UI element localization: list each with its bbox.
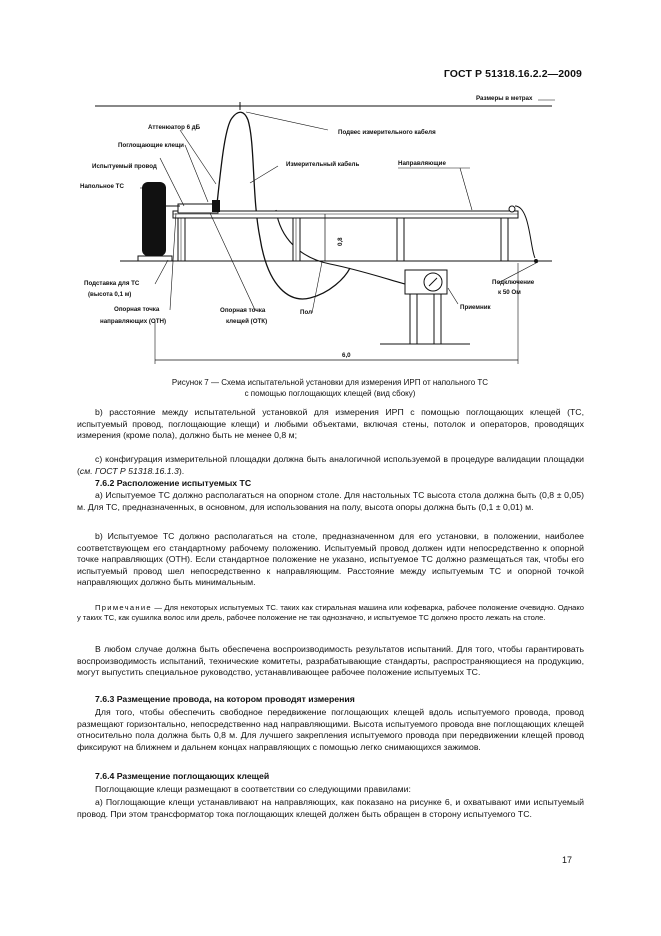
label-support-1: Подставка для ТС [84, 280, 140, 287]
label-termination-2: к 50 Ом [498, 289, 521, 296]
figure-caption: Рисунок 7 — Схема испытательной установк… [60, 377, 600, 399]
label-ref-clamp-2: клещей (ОТК) [226, 318, 267, 325]
label-height: 0,8 [337, 237, 344, 246]
paragraph-b: b) расстояние между испытательной устано… [77, 407, 584, 441]
figure-caption-line2: с помощью поглощающих клещей (вид сбоку) [244, 389, 416, 398]
note-text: — Для некоторых испытуемых ТС. таких как… [77, 603, 584, 623]
label-ref-guides-2: направляющих (ОТН) [100, 318, 166, 325]
note-label: Примечание [95, 603, 152, 612]
label-floor-eut: Напольное ТС [80, 183, 124, 190]
document-header: ГОСТ Р 51318.16.2.2—2009 [443, 68, 582, 80]
paragraph-c-end: ). [178, 465, 185, 476]
paragraph-7-6-2-a: a) Испытуемое ТС должно располагаться на… [77, 490, 584, 512]
label-cable-suspension: Подвес измерительного кабеля [338, 129, 436, 136]
paragraph-c-main: c) конфигурация измерительной площадки д… [77, 454, 584, 476]
paragraph-reproducibility: В любом случае должна быть обеспечена во… [77, 644, 584, 678]
label-attenuator: Аттенюатор 6 дБ [148, 124, 201, 131]
paragraph-7-6-4-a: a) Поглощающие клещи устанавливают на на… [77, 797, 584, 819]
figure-caption-line1: Рисунок 7 — Схема испытательной установк… [171, 378, 489, 387]
section-7-6-4-title: 7.6.4 Размещение поглощающих клещей [95, 771, 270, 781]
paragraph-c: c) конфигурация измерительной площадки д… [77, 454, 584, 477]
label-receiver: Приемник [460, 304, 492, 311]
label-clamp: Поглощающие клещи [118, 142, 184, 149]
label-wire-under-test: Испытуемый провод [92, 163, 157, 170]
section-7-6-3-title: 7.6.3 Размещение провода, на котором про… [95, 694, 355, 704]
label-ref-clamp-1: Опорная точка [220, 307, 266, 314]
paragraph-7-6-4: Поглощающие клещи размещают в соответств… [95, 784, 411, 794]
paragraph-7-6-2-b: b) Испытуемое ТС должно располагаться на… [77, 531, 584, 588]
label-guides: Направляющие [398, 160, 446, 167]
label-ref-guides-1: Опорная точка [114, 306, 160, 313]
label-termination-1: Подключение [492, 279, 535, 286]
label-dimensions: Размеры в метрах [476, 95, 533, 102]
label-floor: Пол [300, 309, 312, 316]
label-meas-cable: Измерительный кабель [286, 161, 359, 168]
paragraph-7-6-3: Для того, чтобы обеспечить свободное пер… [77, 707, 584, 752]
figure-7-diagram: Размеры в метрах Аттенюатор 6 дБ Поглоща… [60, 88, 580, 370]
page-number: 17 [562, 855, 573, 865]
section-7-6-2-title: 7.6.2 Расположение испытуемых ТС [95, 478, 252, 488]
paragraph-c-reference: см. ГОСТ Р 51318.16.1.3 [79, 465, 179, 476]
label-support-2: (высота 0,1 м) [88, 291, 131, 298]
label-length: 6,0 [342, 352, 351, 359]
note: Примечание — Для некоторых испытуемых ТС… [77, 603, 584, 623]
